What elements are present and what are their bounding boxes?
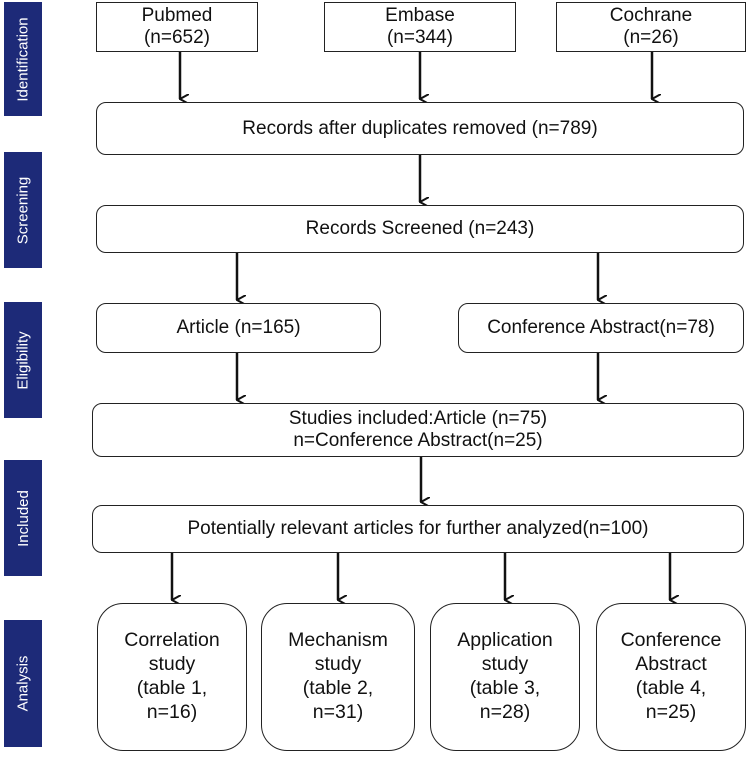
- analysis-box-application: Application study (table 3, n=28): [430, 603, 580, 751]
- phase-tab-analysis: Analysis: [4, 620, 42, 747]
- box-label: Records Screened (n=243): [305, 218, 535, 240]
- box-label: Conference Abstract(n=78): [487, 317, 715, 339]
- conference-abstract-box: Conference Abstract(n=78): [458, 303, 744, 353]
- phase-tab-identification: Identification: [4, 2, 42, 116]
- box-label: Article (n=165): [176, 317, 301, 339]
- source-box-embase: Embase (n=344): [324, 2, 516, 52]
- analysis-line: (table 1,: [136, 677, 208, 699]
- source-count: (n=344): [386, 27, 453, 48]
- analysis-box-conference: Conference Abstract (table 4, n=25): [596, 603, 746, 751]
- analysis-line: Mechanism: [288, 629, 388, 652]
- analysis-line: (table 4,: [635, 677, 707, 699]
- analysis-line: Correlation: [124, 629, 220, 652]
- phase-tab-eligibility: Eligibility: [4, 302, 42, 418]
- box-label: Records after duplicates removed (n=789): [242, 117, 598, 139]
- analysis-line: n=28): [479, 700, 531, 723]
- source-count: (n=652): [143, 27, 211, 48]
- records-screened-box: Records Screened (n=243): [96, 205, 744, 253]
- studies-included-box: Studies included:Article (n=75) n=Confer…: [92, 403, 744, 457]
- phase-tab-screening: Screening: [4, 152, 42, 268]
- analysis-line: study: [481, 653, 529, 676]
- article-box: Article (n=165): [96, 303, 381, 353]
- analysis-line: study: [148, 653, 196, 676]
- source-name: Pubmed: [141, 5, 213, 27]
- source-box-cochrane: Cochrane (n=26): [556, 2, 746, 52]
- analysis-line: Application: [457, 629, 553, 652]
- analysis-line: (table 2,: [302, 677, 374, 699]
- box-label-line2: n=Conference Abstract(n=25): [293, 430, 543, 451]
- analysis-line: Conference: [620, 629, 722, 652]
- analysis-line: Abstract: [635, 653, 707, 676]
- relevant-articles-box: Potentially relevant articles for furthe…: [92, 505, 744, 553]
- analysis-line: n=16): [146, 700, 198, 723]
- source-name: Cochrane: [609, 5, 693, 27]
- phase-tab-included: Included: [4, 460, 42, 576]
- source-box-pubmed: Pubmed (n=652): [96, 2, 258, 52]
- analysis-line: study: [314, 653, 362, 676]
- analysis-box-mechanism: Mechanism study (table 2, n=31): [261, 603, 415, 751]
- analysis-box-correlation: Correlation study (table 1, n=16): [97, 603, 247, 751]
- box-label: Potentially relevant articles for furthe…: [187, 518, 649, 540]
- duplicates-removed-box: Records after duplicates removed (n=789): [96, 102, 744, 155]
- source-name: Embase: [385, 5, 455, 27]
- analysis-line: n=25): [645, 700, 697, 723]
- box-label-line1: Studies included:Article (n=75): [288, 408, 548, 430]
- analysis-line: n=31): [312, 700, 364, 723]
- source-count: (n=26): [623, 27, 679, 48]
- analysis-line: (table 3,: [469, 677, 541, 699]
